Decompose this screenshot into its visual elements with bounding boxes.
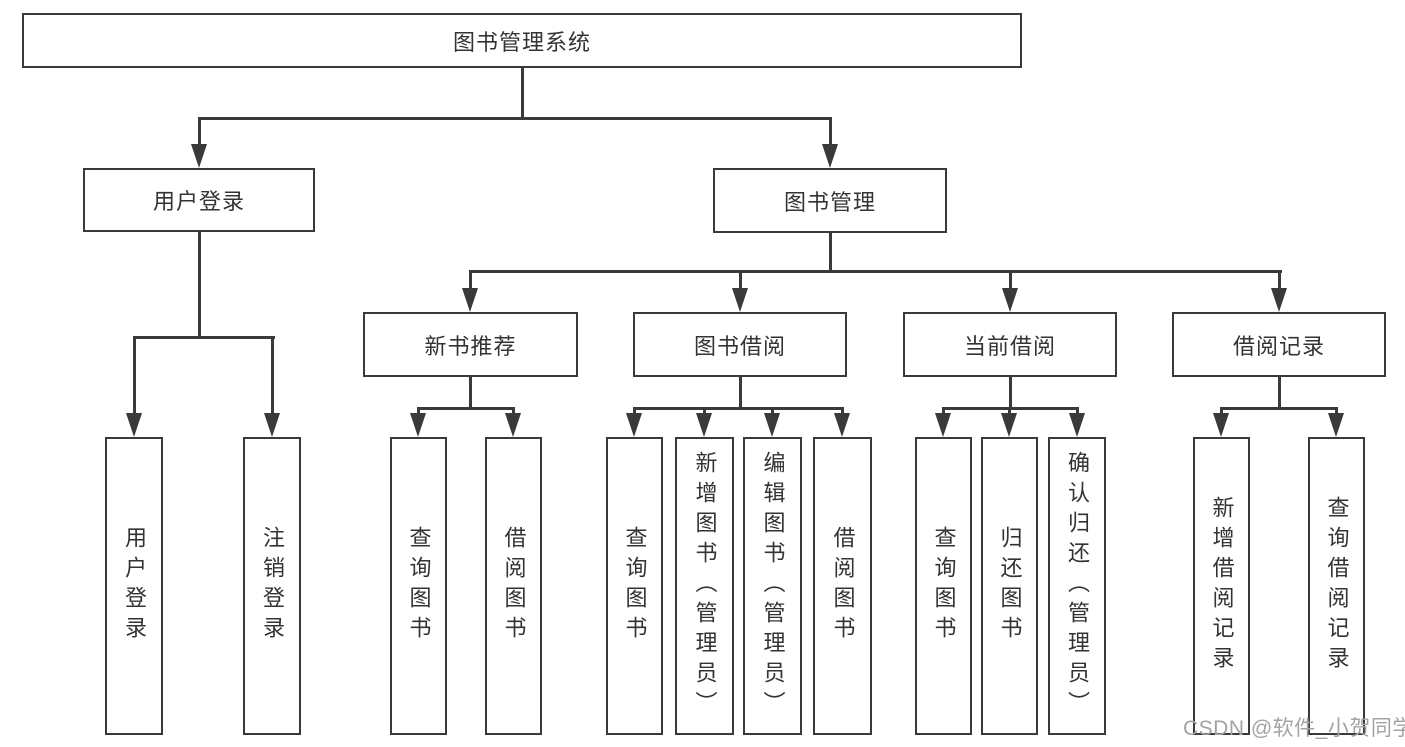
connector-line	[132, 336, 136, 413]
node-label: 归还图书	[997, 526, 1023, 646]
node-label: 借阅记录	[1232, 333, 1325, 359]
node-label: 查询借阅记录	[1324, 496, 1350, 676]
connector-line	[520, 68, 524, 117]
connector-line	[197, 117, 201, 144]
arrow-down-icon	[696, 413, 712, 437]
arrow-down-icon	[935, 413, 951, 437]
arrow-down-icon	[1328, 413, 1344, 437]
connector-line	[1220, 407, 1338, 410]
node-label: 新增图书（管理员）	[692, 451, 718, 721]
node-label: 借阅图书	[830, 526, 856, 646]
node-label: 查询图书	[622, 526, 648, 646]
csdn-watermark: CSDN @软件_小贺同学	[1183, 717, 1405, 740]
node-label: 用户登录	[122, 526, 147, 646]
leaf-borrow-books-recommend: 借阅图书	[485, 437, 542, 735]
leaf-add-books-admin: 新增图书（管理员）	[675, 437, 734, 735]
arrow-down-icon	[626, 413, 642, 437]
node-current-borrowing: 当前借阅	[903, 312, 1117, 377]
leaf-borrow-books: 借阅图书	[813, 437, 872, 735]
leaf-user-login: 用户登录	[105, 437, 163, 735]
node-label: 注销登录	[260, 526, 285, 646]
node-label: 图书管理系统	[452, 29, 591, 55]
connector-line	[1008, 377, 1012, 407]
arrow-down-icon	[821, 144, 838, 168]
node-label: 图书借阅	[693, 333, 786, 359]
arrow-down-icon	[1068, 413, 1085, 437]
connector-line	[828, 233, 832, 270]
connector-line	[841, 407, 844, 413]
connector-line	[942, 407, 945, 413]
arrow-down-icon	[1001, 288, 1018, 312]
node-label: 借阅图书	[501, 526, 527, 646]
arrow-down-icon	[1001, 413, 1017, 437]
node-label: 当前借阅	[963, 333, 1056, 359]
connector-line	[512, 407, 515, 413]
arrow-down-icon	[462, 288, 478, 312]
connector-line	[1008, 407, 1011, 413]
connector-line	[469, 270, 1282, 273]
node-label: 确认归还（管理员）	[1065, 451, 1090, 721]
arrow-down-icon	[731, 288, 748, 312]
node-borrowing-records: 借阅记录	[1172, 312, 1386, 377]
node-label: 新增借阅记录	[1209, 496, 1235, 676]
node-label: 图书管理	[783, 189, 876, 215]
connector-line	[738, 270, 742, 288]
connector-line	[1277, 377, 1281, 407]
node-book-management: 图书管理	[713, 168, 947, 233]
connector-line	[270, 336, 274, 413]
node-label: 查询图书	[406, 526, 432, 646]
arrow-down-icon	[764, 413, 780, 437]
node-new-book-recommendation: 新书推荐	[363, 312, 578, 377]
connector-line	[132, 336, 275, 339]
connector-line	[738, 377, 742, 407]
connector-line	[633, 407, 844, 410]
connector-line	[703, 407, 706, 413]
node-label: 编辑图书（管理员）	[760, 451, 786, 721]
connector-line	[1335, 407, 1338, 413]
leaf-logout: 注销登录	[243, 437, 301, 735]
arrow-down-icon	[1213, 413, 1229, 437]
node-label: 用户登录	[152, 189, 245, 214]
node-book-borrowing: 图书借阅	[633, 312, 847, 377]
leaf-query-books-recommend: 查询图书	[390, 437, 447, 735]
connector-line	[197, 232, 201, 336]
node-library-management-system: 图书管理系统	[22, 13, 1022, 68]
arrow-down-icon	[125, 413, 142, 437]
arrow-down-icon	[1270, 288, 1287, 312]
arrow-down-icon	[190, 144, 207, 168]
connector-line	[1008, 270, 1012, 288]
node-label: 查询图书	[931, 526, 957, 646]
node-label: 新书推荐	[424, 333, 517, 359]
leaf-query-books-borrowing: 查询图书	[606, 437, 663, 735]
node-user-login: 用户登录	[83, 168, 315, 232]
connector-line	[417, 407, 515, 410]
leaf-add-borrow-record: 新增借阅记录	[1193, 437, 1250, 735]
connector-line	[828, 117, 832, 144]
connector-line	[469, 377, 472, 407]
connector-line	[1220, 407, 1223, 413]
connector-line	[633, 407, 636, 413]
arrow-down-icon	[263, 413, 280, 437]
connector-line	[1277, 270, 1281, 288]
connector-line	[771, 407, 774, 413]
leaf-query-books-current: 查询图书	[915, 437, 972, 735]
arrow-down-icon	[410, 413, 426, 437]
arrow-down-icon	[505, 413, 521, 437]
leaf-return-books: 归还图书	[981, 437, 1038, 735]
leaf-query-borrow-record: 查询借阅记录	[1308, 437, 1365, 735]
connector-line	[197, 117, 832, 120]
connector-line	[469, 270, 472, 288]
connector-line	[1075, 407, 1079, 413]
connector-line	[417, 407, 420, 413]
arrow-down-icon	[834, 413, 850, 437]
leaf-edit-books-admin: 编辑图书（管理员）	[743, 437, 802, 735]
leaf-confirm-return-admin: 确认归还（管理员）	[1048, 437, 1106, 735]
